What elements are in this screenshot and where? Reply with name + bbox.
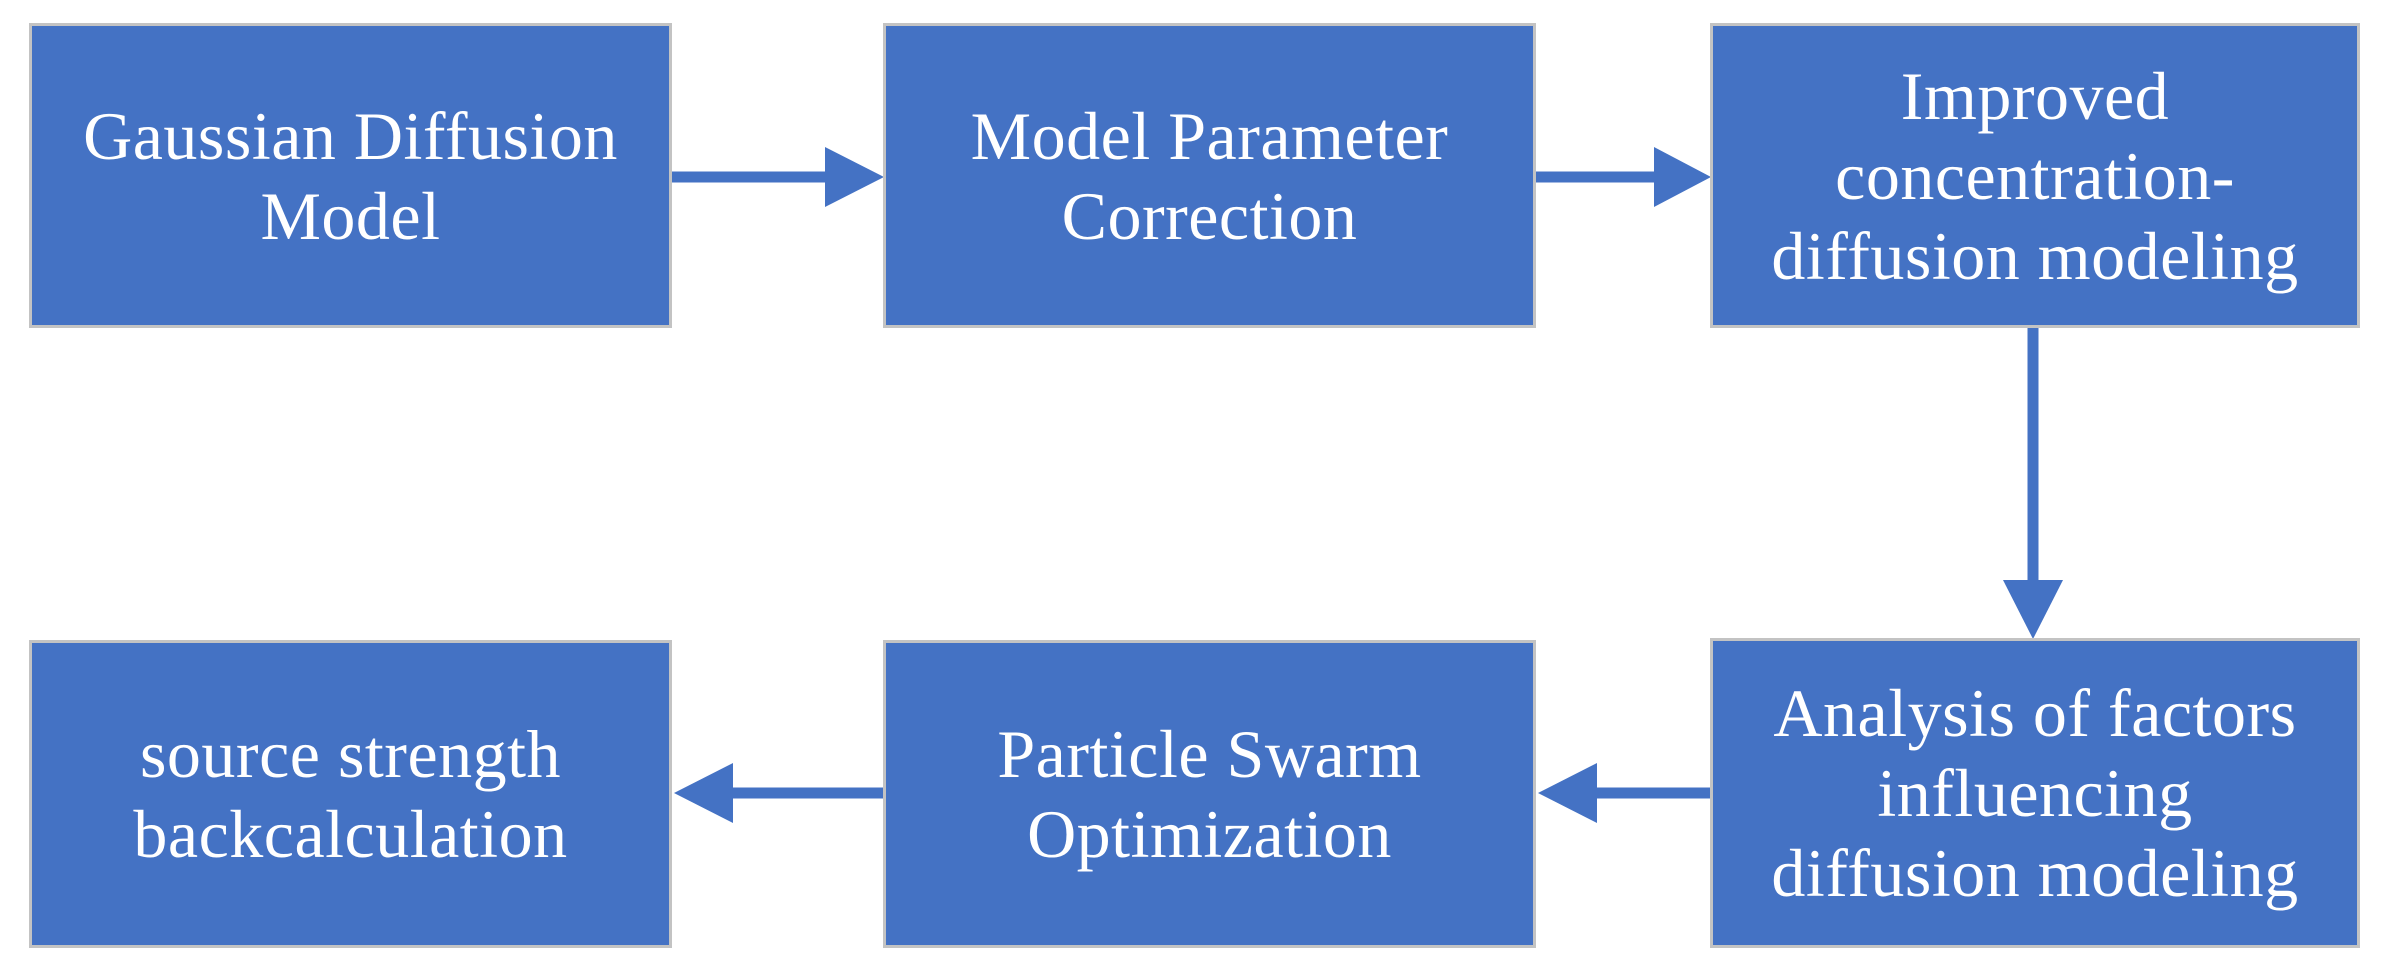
arrow-improved-to-analysis xyxy=(2003,328,2063,639)
arrow-analysis-to-pso xyxy=(1538,763,1710,823)
arrow-parameter-to-improved xyxy=(1536,147,1711,207)
arrow-gaussian-to-parameter xyxy=(672,147,884,207)
arrow-pso-to-source xyxy=(674,763,883,823)
